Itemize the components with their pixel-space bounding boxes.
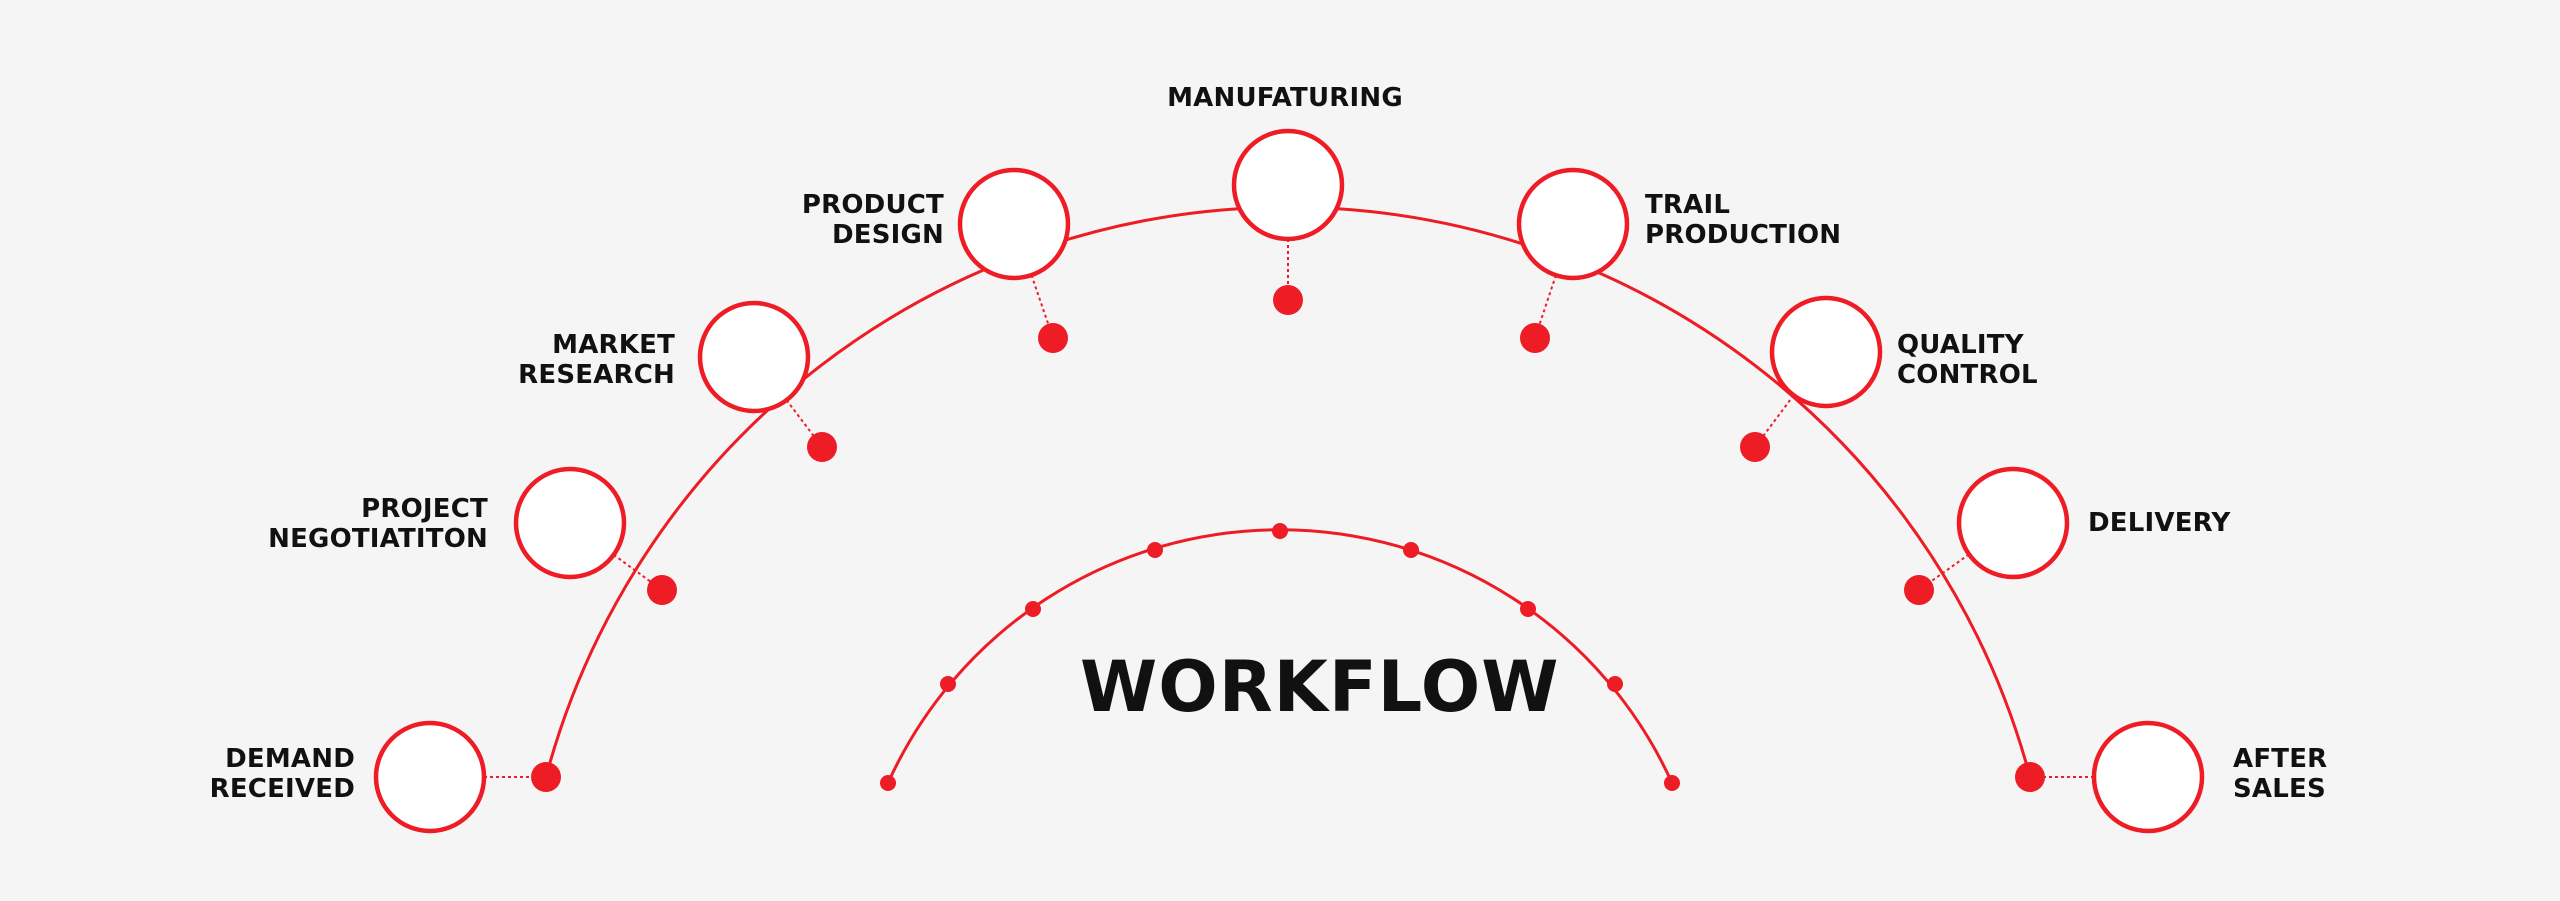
- icon-ring-product-design: [957, 167, 1071, 281]
- label-line: PROJECT: [361, 494, 488, 524]
- inner-arc-dot: [1664, 775, 1680, 791]
- arc-node-demand-received: [531, 762, 561, 792]
- arc-node-project-negotiation: [647, 575, 677, 605]
- label-line: QUALITY: [1897, 330, 2024, 360]
- arc-node-delivery: [1904, 575, 1934, 605]
- label-line: TRAIL: [1645, 190, 1731, 220]
- arc-node-quality-control: [1740, 432, 1770, 462]
- icon-ring-quality-control: [1769, 295, 1883, 409]
- label-delivery: DELIVERY: [2088, 508, 2308, 538]
- label-trail-production: TRAIL PRODUCTION: [1645, 190, 1885, 250]
- label-line: MANUFATURING: [1167, 83, 1403, 113]
- label-line: RESEARCH: [518, 360, 675, 390]
- icon-ring-market-research: [697, 300, 811, 414]
- label-manufacturing: MANUFATURING: [1110, 83, 1460, 113]
- label-after-sales: AFTER SALES: [2233, 744, 2383, 804]
- label-line: DESIGN: [831, 220, 944, 250]
- label-line: MARKET: [552, 330, 675, 360]
- icon-ring-project-negotiation: [513, 466, 627, 580]
- inner-arc-dot: [1272, 523, 1288, 539]
- label-line: AFTER: [2233, 744, 2328, 774]
- label-line: PRODUCTION: [1645, 220, 1842, 250]
- inner-arc-dot: [1025, 601, 1041, 617]
- connector-quality-control: [1754, 394, 1795, 448]
- inner-arc-dot: [1607, 676, 1623, 692]
- icon-ring-delivery: [1956, 466, 2070, 580]
- icon-ring-trail-production: [1516, 167, 1630, 281]
- diagram-title: WORKFLOW: [1080, 646, 1560, 728]
- connector-delivery: [1918, 553, 1970, 591]
- label-product-design: PRODUCT DESIGN: [740, 190, 944, 250]
- inner-arc-dot: [940, 676, 956, 692]
- icon-ring-manufacturing: [1231, 128, 1345, 242]
- arc-node-after-sales: [2015, 762, 2045, 792]
- label-demand-received: DEMAND RECEIVED: [150, 744, 355, 804]
- label-line: DELIVERY: [2088, 508, 2231, 538]
- arc-node-manufacturing: [1273, 285, 1303, 315]
- inner-arc-dot: [1403, 542, 1419, 558]
- label-project-negotiation: PROJECT NEGOTIATITON: [230, 494, 488, 554]
- inner-arc-dot: [1520, 601, 1536, 617]
- icon-ring-demand-received: [373, 720, 487, 834]
- label-line: CONTROL: [1897, 360, 2038, 390]
- arc-node-product-design: [1038, 323, 1068, 353]
- label-line: DEMAND: [225, 744, 355, 774]
- label-quality-control: QUALITY CONTROL: [1897, 330, 2127, 390]
- label-line: RECEIVED: [209, 774, 355, 804]
- inner-arc-dot: [1147, 542, 1163, 558]
- label-market-research: MARKET RESEARCH: [470, 330, 675, 390]
- label-line: NEGOTIATITON: [268, 524, 488, 554]
- arc-node-trail-production: [1520, 323, 1550, 353]
- arc-node-market-research: [807, 432, 837, 462]
- label-line: SALES: [2233, 774, 2326, 804]
- icon-ring-after-sales: [2091, 720, 2205, 834]
- inner-arc-dot: [880, 775, 896, 791]
- label-line: PRODUCT: [801, 190, 944, 220]
